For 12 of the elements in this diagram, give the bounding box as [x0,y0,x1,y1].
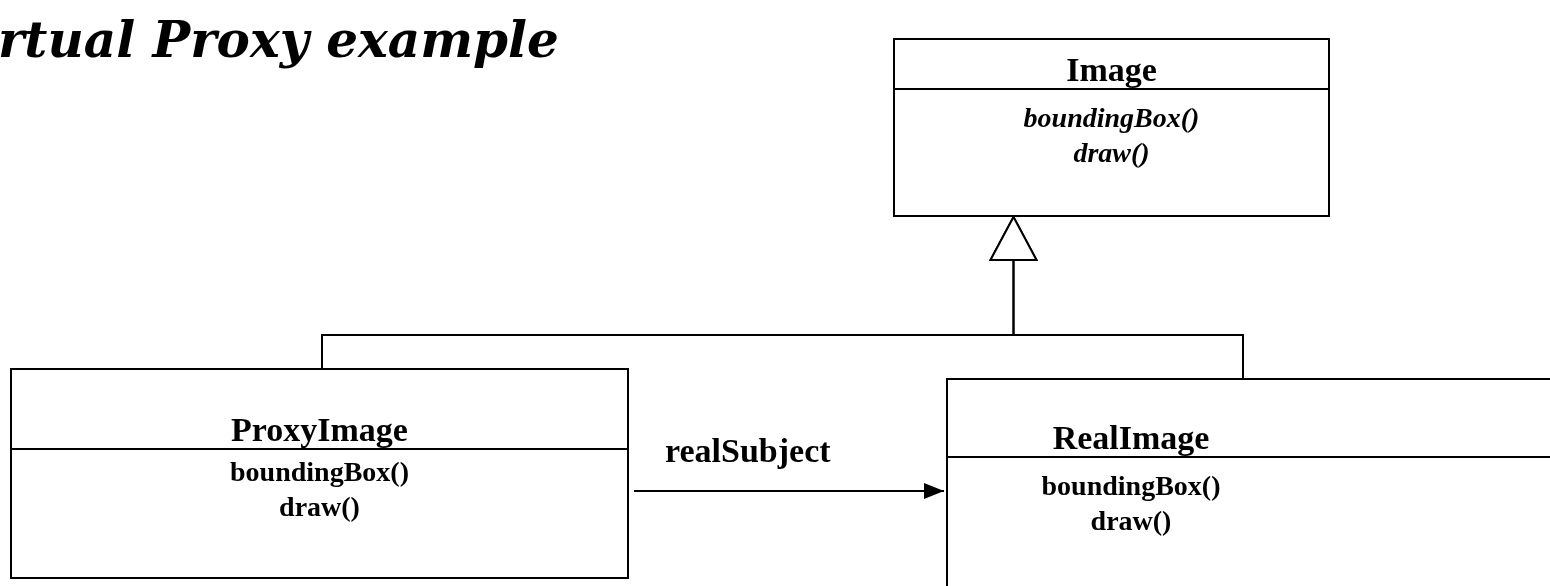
class-box [893,38,1330,217]
class-box [10,368,629,579]
method-list: boundingBox() draw() [1041,468,1221,538]
diagram-title: rtual Proxy example [0,10,559,69]
class-name: RealImage [1052,418,1210,456]
class-name: Image [1066,50,1157,88]
generalization-arrow [989,216,1244,379]
class-box [946,378,1550,586]
association-arrow [633,483,945,499]
method-list: boundingBox() draw() [230,454,409,524]
class-name: ProxyImage [231,410,408,448]
method-list: boundingBox() draw() [1023,100,1200,170]
